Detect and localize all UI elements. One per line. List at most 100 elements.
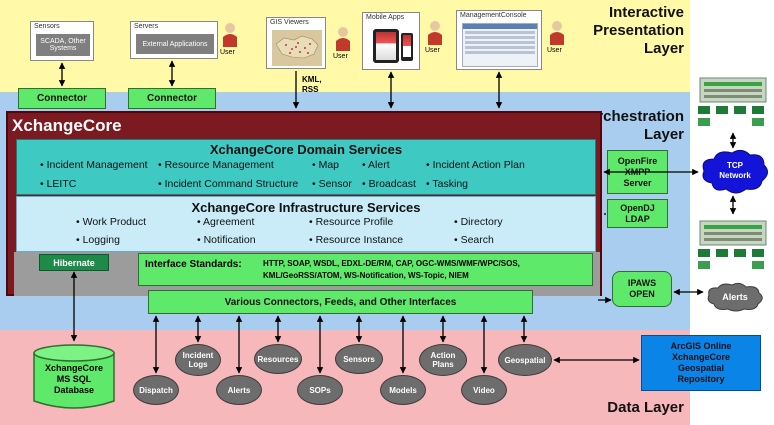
tcp-label-1: TCP xyxy=(727,161,743,170)
presentation-title-line-1: Interactive xyxy=(608,4,684,21)
domain-item-incident-management: • Incident Management xyxy=(40,159,148,171)
alerts-cloud-label: Alerts xyxy=(722,292,748,302)
tcp-network-cloud: TCP Network xyxy=(698,147,772,197)
infra-item-work-product: • Work Product xyxy=(76,216,147,228)
orchestration-title-line-1: Orchestration xyxy=(585,108,684,125)
infra-item-label: Search xyxy=(460,234,494,246)
hibernate-box: Hibernate xyxy=(39,254,109,271)
infra-item-label: Directory xyxy=(460,216,503,228)
infra-item-directory: • Directory xyxy=(454,216,503,228)
domain-item-label: LEITC xyxy=(46,178,77,190)
models-oval: Models xyxy=(380,375,426,405)
interface-standards-line-2: KML/GeoRSS/ATOM, WS-Notification, WS-Top… xyxy=(263,271,469,280)
interface-standards-title: Interface Standards: xyxy=(145,259,242,270)
incident-logs-label-2: Logs xyxy=(188,360,208,369)
domain-item-label: Map xyxy=(318,159,340,171)
domain-item-label: Sensor xyxy=(318,178,352,190)
user-icon: User xyxy=(425,20,445,60)
kml-label: KML, xyxy=(302,75,322,84)
infra-item-search: • Search xyxy=(454,234,494,246)
connector-box-2: Connector xyxy=(128,88,216,109)
opendj-label-1: OpenDJ xyxy=(620,202,655,213)
tcp-label-2: Network xyxy=(719,171,751,180)
domain-item-label: Tasking xyxy=(432,178,469,190)
video-oval: Video xyxy=(461,375,507,405)
user-icon: User xyxy=(333,26,353,66)
infra-item-label: Resource Profile xyxy=(315,216,394,228)
arcgis-label-1: ArcGIS Online xyxy=(670,341,732,351)
action-plans-oval: Action Plans xyxy=(419,344,467,376)
domain-item-broadcast: • Broadcast xyxy=(362,178,416,190)
alerts-oval: Alerts xyxy=(216,375,262,405)
domain-item-label: Alert xyxy=(368,159,390,171)
presentation-title-line-2: Presentation xyxy=(593,22,684,39)
openfire-label-2: XMPP xyxy=(624,166,651,177)
openfire-label-3: Server xyxy=(623,177,652,188)
incident-logs-oval: Incident Logs xyxy=(175,344,221,376)
orchestration-title-line-2: Layer xyxy=(643,126,684,143)
infra-item-label: Work Product xyxy=(82,216,147,228)
domain-item-sensor: • Sensor xyxy=(312,178,352,190)
interface-standards-line-1: HTTP, SOAP, WSDL, EDXL-DE/RM, CAP, OGC-W… xyxy=(263,259,520,268)
mobile-apps-title: Mobile Apps xyxy=(366,14,405,21)
sops-oval: SOPs xyxy=(297,375,343,405)
opendj-box: OpenDJ LDAP xyxy=(607,199,668,228)
infra-item-resource-profile: • Resource Profile xyxy=(309,216,394,228)
alerts-cloud: Alerts xyxy=(704,282,766,312)
mobile-apps-box: Mobile Apps xyxy=(362,12,420,70)
infra-item-label: Logging xyxy=(82,234,120,246)
infra-item-label: Agreement xyxy=(203,216,255,228)
ipaws-label-1: IPAWS xyxy=(627,278,657,288)
opendj-label-2: LDAP xyxy=(625,213,650,224)
user-label: User xyxy=(547,47,562,54)
servers-source-inner: External Applications xyxy=(136,34,214,54)
database-label: XchangeCore MS SQL Database xyxy=(32,363,116,396)
incident-logs-label-1: Incident xyxy=(182,351,214,360)
kml-rss-label: KML, RSS xyxy=(302,75,322,95)
domain-item-tasking: • Tasking xyxy=(426,178,469,190)
geospatial-oval: Geospatial xyxy=(498,344,552,376)
domain-services-title: XchangeCore Domain Services xyxy=(209,142,403,157)
various-connectors-bar: Various Connectors, Feeds, and Other Int… xyxy=(148,290,533,314)
data-layer-title: Data Layer xyxy=(607,399,684,416)
domain-item-label: Incident Command Structure xyxy=(164,178,299,190)
connector-box-1: Connector xyxy=(18,88,106,109)
management-console-box: ManagementConsole xyxy=(456,10,542,70)
infra-item-resource-instance: • Resource Instance xyxy=(309,234,404,246)
sensors-oval: Sensors xyxy=(335,344,383,374)
domain-item-label: Broadcast xyxy=(368,178,416,190)
sensors-source-title: Sensors xyxy=(34,23,60,30)
xchangecore-title: XchangeCore xyxy=(12,116,122,135)
openfire-box: OpenFire XMPP Server xyxy=(607,150,668,194)
user-icon: User xyxy=(547,20,567,60)
infra-item-agreement: • Agreement xyxy=(197,216,255,228)
action-plans-label-2: Plans xyxy=(432,360,454,369)
domain-item-resource-management: • Resource Management xyxy=(158,159,274,171)
resources-oval: Resources xyxy=(254,344,302,374)
infra-item-label: Notification xyxy=(203,234,256,246)
user-label: User xyxy=(220,49,235,56)
action-plans-label-1: Action xyxy=(430,351,456,360)
domain-item-map: • Map xyxy=(312,159,340,171)
gis-viewers-box: GIS Viewers xyxy=(266,17,326,69)
user-label: User xyxy=(333,53,348,60)
domain-item-label: Incident Action Plan xyxy=(432,159,525,171)
domain-services-panel: XchangeCore Domain Services xyxy=(16,139,596,195)
domain-item-incident-action-plan: • Incident Action Plan xyxy=(426,159,525,171)
user-label: User xyxy=(425,47,440,54)
presentation-layer-title: Interactive Presentation Layer xyxy=(560,4,684,58)
ipaws-label-2: OPEN xyxy=(629,289,655,299)
ipaws-open-box: IPAWS OPEN xyxy=(612,271,672,307)
domain-item-incident-command-structure: • Incident Command Structure xyxy=(158,178,299,190)
tcp-network-label: TCP Network xyxy=(714,161,756,181)
infra-item-logging: • Logging xyxy=(76,234,120,246)
console-screenshot-thumbnail xyxy=(462,23,538,67)
presentation-title-line-3: Layer xyxy=(643,40,684,57)
infra-item-notification: • Notification xyxy=(197,234,256,246)
servers-source-title: Servers xyxy=(134,23,159,30)
management-console-title: ManagementConsole xyxy=(460,12,527,19)
user-icon: User xyxy=(220,22,240,62)
orchestration-layer-title: Orchestration Layer xyxy=(560,108,684,144)
infrastructure-services-title: XchangeCore Infrastructure Services xyxy=(191,200,421,215)
sensors-source-inner: SCADA, Other Systems xyxy=(36,34,90,56)
